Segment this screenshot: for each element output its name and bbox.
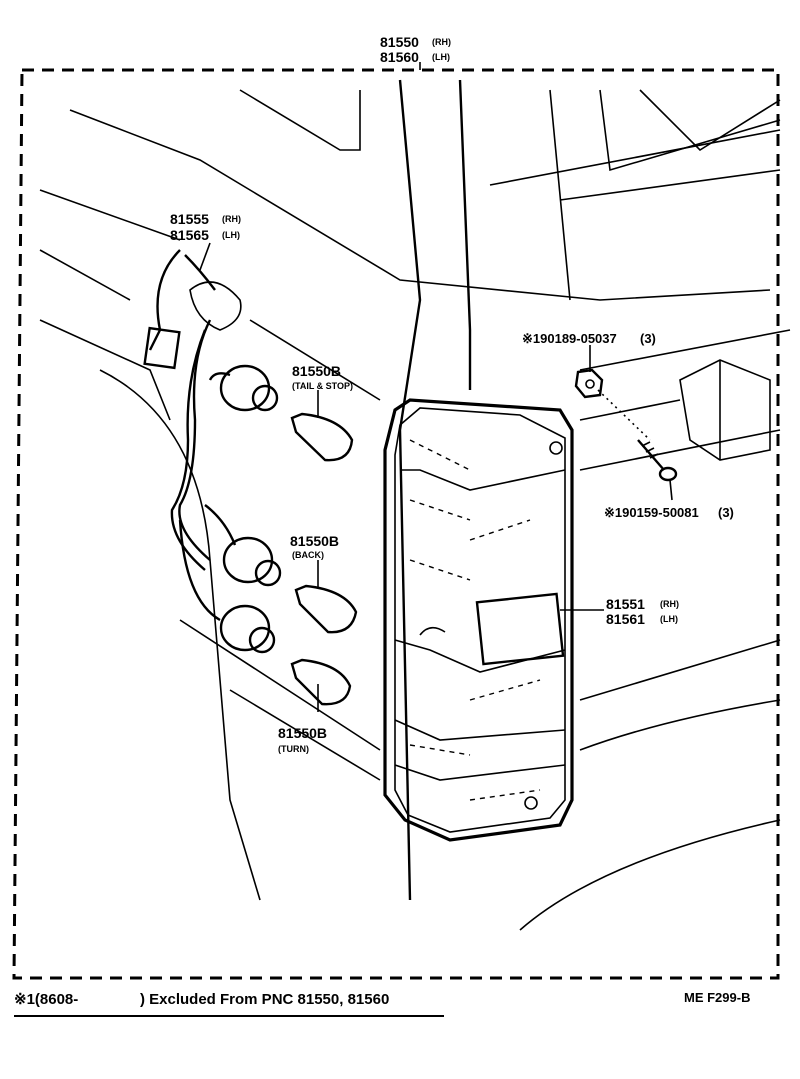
vehicle-body-lines (39, 79, 791, 931)
label-socket-wire: 81555 (RH) 81565 (LH) (170, 211, 241, 243)
leader-lines (199, 62, 673, 712)
back-socket (222, 536, 282, 587)
tail-lamp-lens (383, 398, 574, 842)
socket-and-wire (143, 249, 282, 654)
screw-label: ※190159-50081 (604, 505, 699, 520)
tail-stop-socket (219, 364, 279, 412)
turn-socket (219, 604, 276, 654)
socket-wire-pnc-lh: 81565 (170, 227, 209, 243)
label-bulb-turn: 81550B (TURN) (278, 725, 327, 754)
bulb-tail-stop (290, 412, 354, 462)
assembly-pnc-rh: 81550 (380, 34, 419, 50)
lens-pnc-rh: 81551 (606, 596, 645, 612)
assembly-pnc-lh: 81560 (380, 49, 419, 65)
bulb-turn-pnc: 81550B (278, 725, 327, 741)
label-bulb-tail-stop: 81550B (TAIL & STOP) (292, 363, 353, 391)
label-lens: 81551 (RH) 81561 (LH) (606, 596, 679, 627)
assembly-tag-lh: (LH) (432, 52, 450, 62)
lens-tag-lh: (LH) (660, 614, 678, 624)
assembly-boundary (12, 68, 780, 980)
footer-note-prefix: ※1(8608- (14, 991, 78, 1008)
socket-wire-tag-rh: (RH) (222, 214, 241, 224)
label-nut: ※190189-05037 (3) (522, 331, 656, 346)
socket-wire-tag-lh: (LH) (222, 230, 240, 240)
footer: ※1(8608- ) Excluded From PNC 81550, 8156… (14, 990, 750, 1017)
bulb-tail-pnc: 81550B (292, 363, 341, 379)
bulb-turn-desc: (TURN) (278, 744, 309, 754)
label-assembly: 81550 (RH) 81560 (LH) (380, 34, 451, 65)
tapping-screw (637, 439, 678, 482)
bulb-back-pnc: 81550B (290, 533, 339, 549)
screw-qty: (3) (718, 505, 734, 520)
lens-tag-rh: (RH) (660, 599, 679, 609)
lens-pnc-lh: 81561 (606, 611, 645, 627)
diagram-code: ME F299-B (684, 990, 750, 1005)
clip-nut (574, 368, 604, 399)
assembly-tag-rh: (RH) (432, 37, 451, 47)
bulb-back (294, 584, 358, 634)
footer-note-text: ) Excluded From PNC 81550, 81560 (140, 991, 389, 1008)
label-bulb-back: 81550B (BACK) (290, 533, 339, 560)
socket-wire-pnc-rh: 81555 (170, 211, 209, 227)
bulb-tail-desc: (TAIL & STOP) (292, 381, 353, 391)
nut-qty: (3) (640, 331, 656, 346)
label-screw: ※190159-50081 (3) (604, 505, 734, 520)
bulb-turn (290, 658, 352, 706)
svg-text:81550: 81550 (380, 34, 419, 50)
nut-label: ※190189-05037 (522, 331, 617, 346)
bulb-back-desc: (BACK) (292, 550, 324, 560)
